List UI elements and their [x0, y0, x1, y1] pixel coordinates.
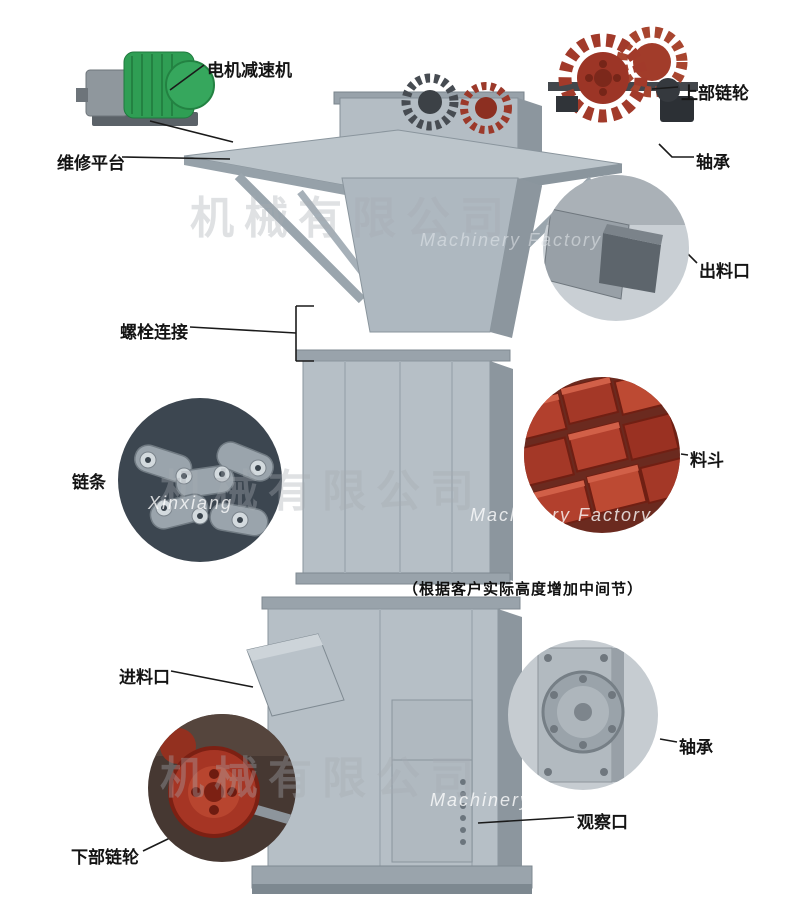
lower-sprocket-photo [148, 714, 296, 862]
label-upper-sprocket: 上部链轮 [681, 84, 749, 103]
head-sprockets [401, 73, 512, 134]
leader-lines [121, 64, 698, 852]
middle-section-note: （根据客户实际高度增加中间节） [403, 581, 644, 598]
upper-sprocket-photo [548, 26, 698, 123]
observation-holes [460, 779, 466, 845]
discharge-port-photo [543, 175, 689, 321]
boot-casing [261, 596, 522, 874]
label-chain: 链条 [72, 473, 106, 492]
label-feed-inlet: 进料口 [119, 668, 170, 687]
hopper-photo [524, 377, 680, 533]
feed-chute [246, 633, 345, 717]
label-lower-sprocket: 下部链轮 [71, 848, 139, 867]
label-discharge-port: 出料口 [699, 262, 750, 281]
lower-bearing-inset [508, 640, 658, 790]
label-observation-port: 观察口 [577, 813, 628, 832]
middle-casing [295, 349, 513, 585]
head-funnel [341, 177, 542, 338]
boot-base [251, 865, 533, 894]
bearing-photo [508, 640, 658, 790]
motor-reducer-photo [76, 51, 215, 126]
chain-photo [118, 398, 282, 562]
label-upper-bearing: 轴承 [696, 153, 730, 172]
label-motor-reducer: 电机减速机 [207, 61, 292, 80]
label-hopper: 料斗 [690, 451, 724, 470]
discharge-port-inset [543, 175, 689, 321]
label-maintenance-platform: 维修平台 [57, 154, 125, 173]
label-lower-bearing: 轴承 [679, 738, 713, 757]
chain-inset [118, 398, 282, 562]
hopper-inset [524, 377, 680, 533]
label-bolt-connection: 螺栓连接 [120, 323, 188, 342]
lower-sprocket-inset [148, 714, 296, 862]
